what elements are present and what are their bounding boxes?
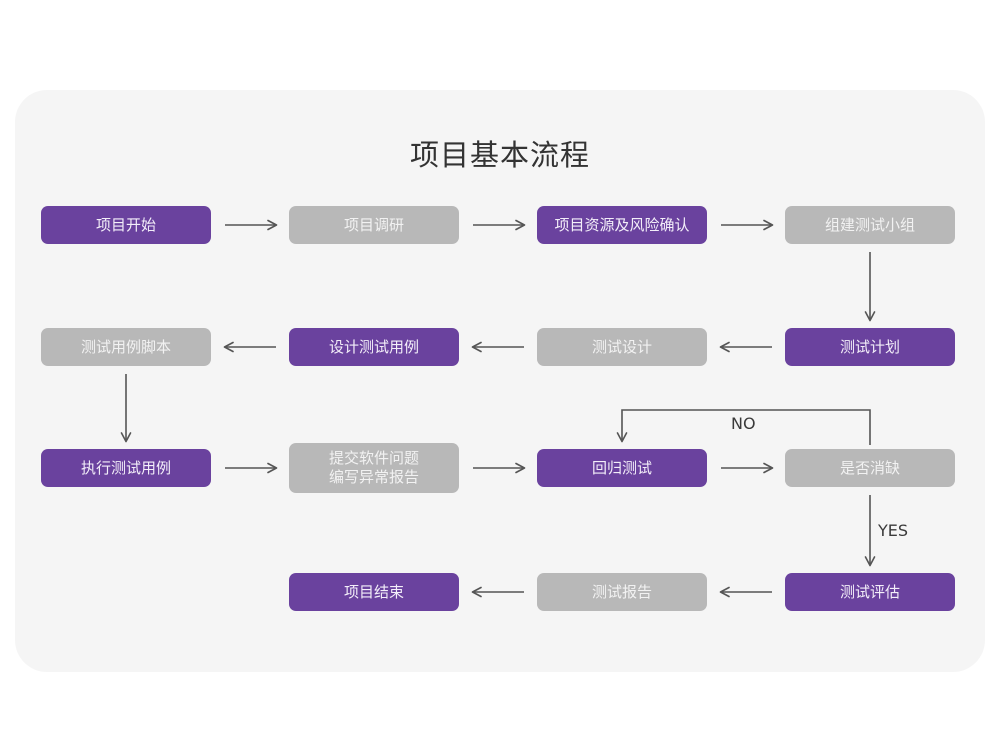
flow-node-n13[interactable]: 项目结束 xyxy=(289,573,459,611)
flow-node-label: 测试报告 xyxy=(591,582,652,601)
flow-node-label: 提交软件问题 编写异常报告 xyxy=(328,449,419,486)
flow-node-label: 项目结束 xyxy=(343,582,404,601)
flow-node-label: 回归测试 xyxy=(591,458,652,477)
flow-node-n1[interactable]: 项目开始 xyxy=(41,206,211,244)
flow-node-label: 项目资源及风险确认 xyxy=(554,215,690,234)
flow-node-label: 执行测试用例 xyxy=(80,458,171,477)
flow-node-n14[interactable]: 测试报告 xyxy=(537,573,707,611)
flow-node-n5[interactable]: 测试用例脚本 xyxy=(41,328,211,366)
flow-node-label: 测试用例脚本 xyxy=(80,337,171,356)
flow-node-label: 项目调研 xyxy=(343,215,404,234)
flow-node-n12[interactable]: 是否消缺 xyxy=(785,449,955,487)
flow-node-label: 项目开始 xyxy=(95,215,156,234)
flow-node-label: 测试计划 xyxy=(839,337,900,356)
flow-node-n2[interactable]: 项目调研 xyxy=(289,206,459,244)
page-title: 项目基本流程 xyxy=(409,138,590,172)
flow-node-label: 测试评估 xyxy=(839,582,900,601)
flow-node-label: 测试设计 xyxy=(591,337,652,356)
flow-node-label: 组建测试小组 xyxy=(824,215,915,234)
flow-node-n3[interactable]: 项目资源及风险确认 xyxy=(537,206,707,244)
edge-label-no: NO xyxy=(731,414,756,433)
flow-node-n9[interactable]: 执行测试用例 xyxy=(41,449,211,487)
flow-node-n7[interactable]: 测试设计 xyxy=(537,328,707,366)
flow-node-n6[interactable]: 设计测试用例 xyxy=(289,328,459,366)
flow-node-n4[interactable]: 组建测试小组 xyxy=(785,206,955,244)
flow-node-label: 是否消缺 xyxy=(839,458,900,477)
flow-node-label: 设计测试用例 xyxy=(328,337,419,356)
flow-node-n8[interactable]: 测试计划 xyxy=(785,328,955,366)
edge-label-yes: YES xyxy=(878,521,909,540)
flow-node-n15[interactable]: 测试评估 xyxy=(785,573,955,611)
flow-node-n11[interactable]: 回归测试 xyxy=(537,449,707,487)
flow-node-n10[interactable]: 提交软件问题 编写异常报告 xyxy=(289,443,459,493)
